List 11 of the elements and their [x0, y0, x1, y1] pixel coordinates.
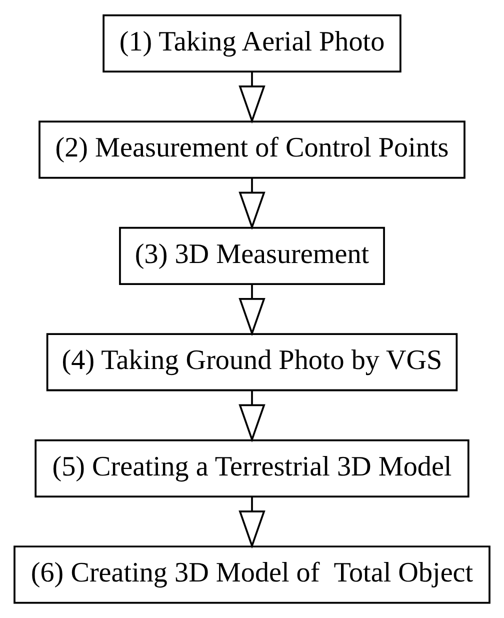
node-box: (1) Taking Aerial Photo [102, 14, 402, 72]
arrow [238, 497, 266, 549]
arrow [238, 178, 266, 230]
node-box: (5) Creating a Terrestrial 3D Model [34, 439, 470, 498]
node-box: (3) 3D Measurement [119, 226, 385, 285]
node-box: (4) Taking Ground Photo by VGS [46, 333, 458, 392]
arrow [238, 390, 266, 442]
node-box: (6) Creating 3D Model of Total Object [14, 546, 490, 604]
arrow [238, 284, 266, 336]
node-box: (2) Measurement of Control Points [38, 120, 466, 179]
arrow [238, 72, 266, 124]
